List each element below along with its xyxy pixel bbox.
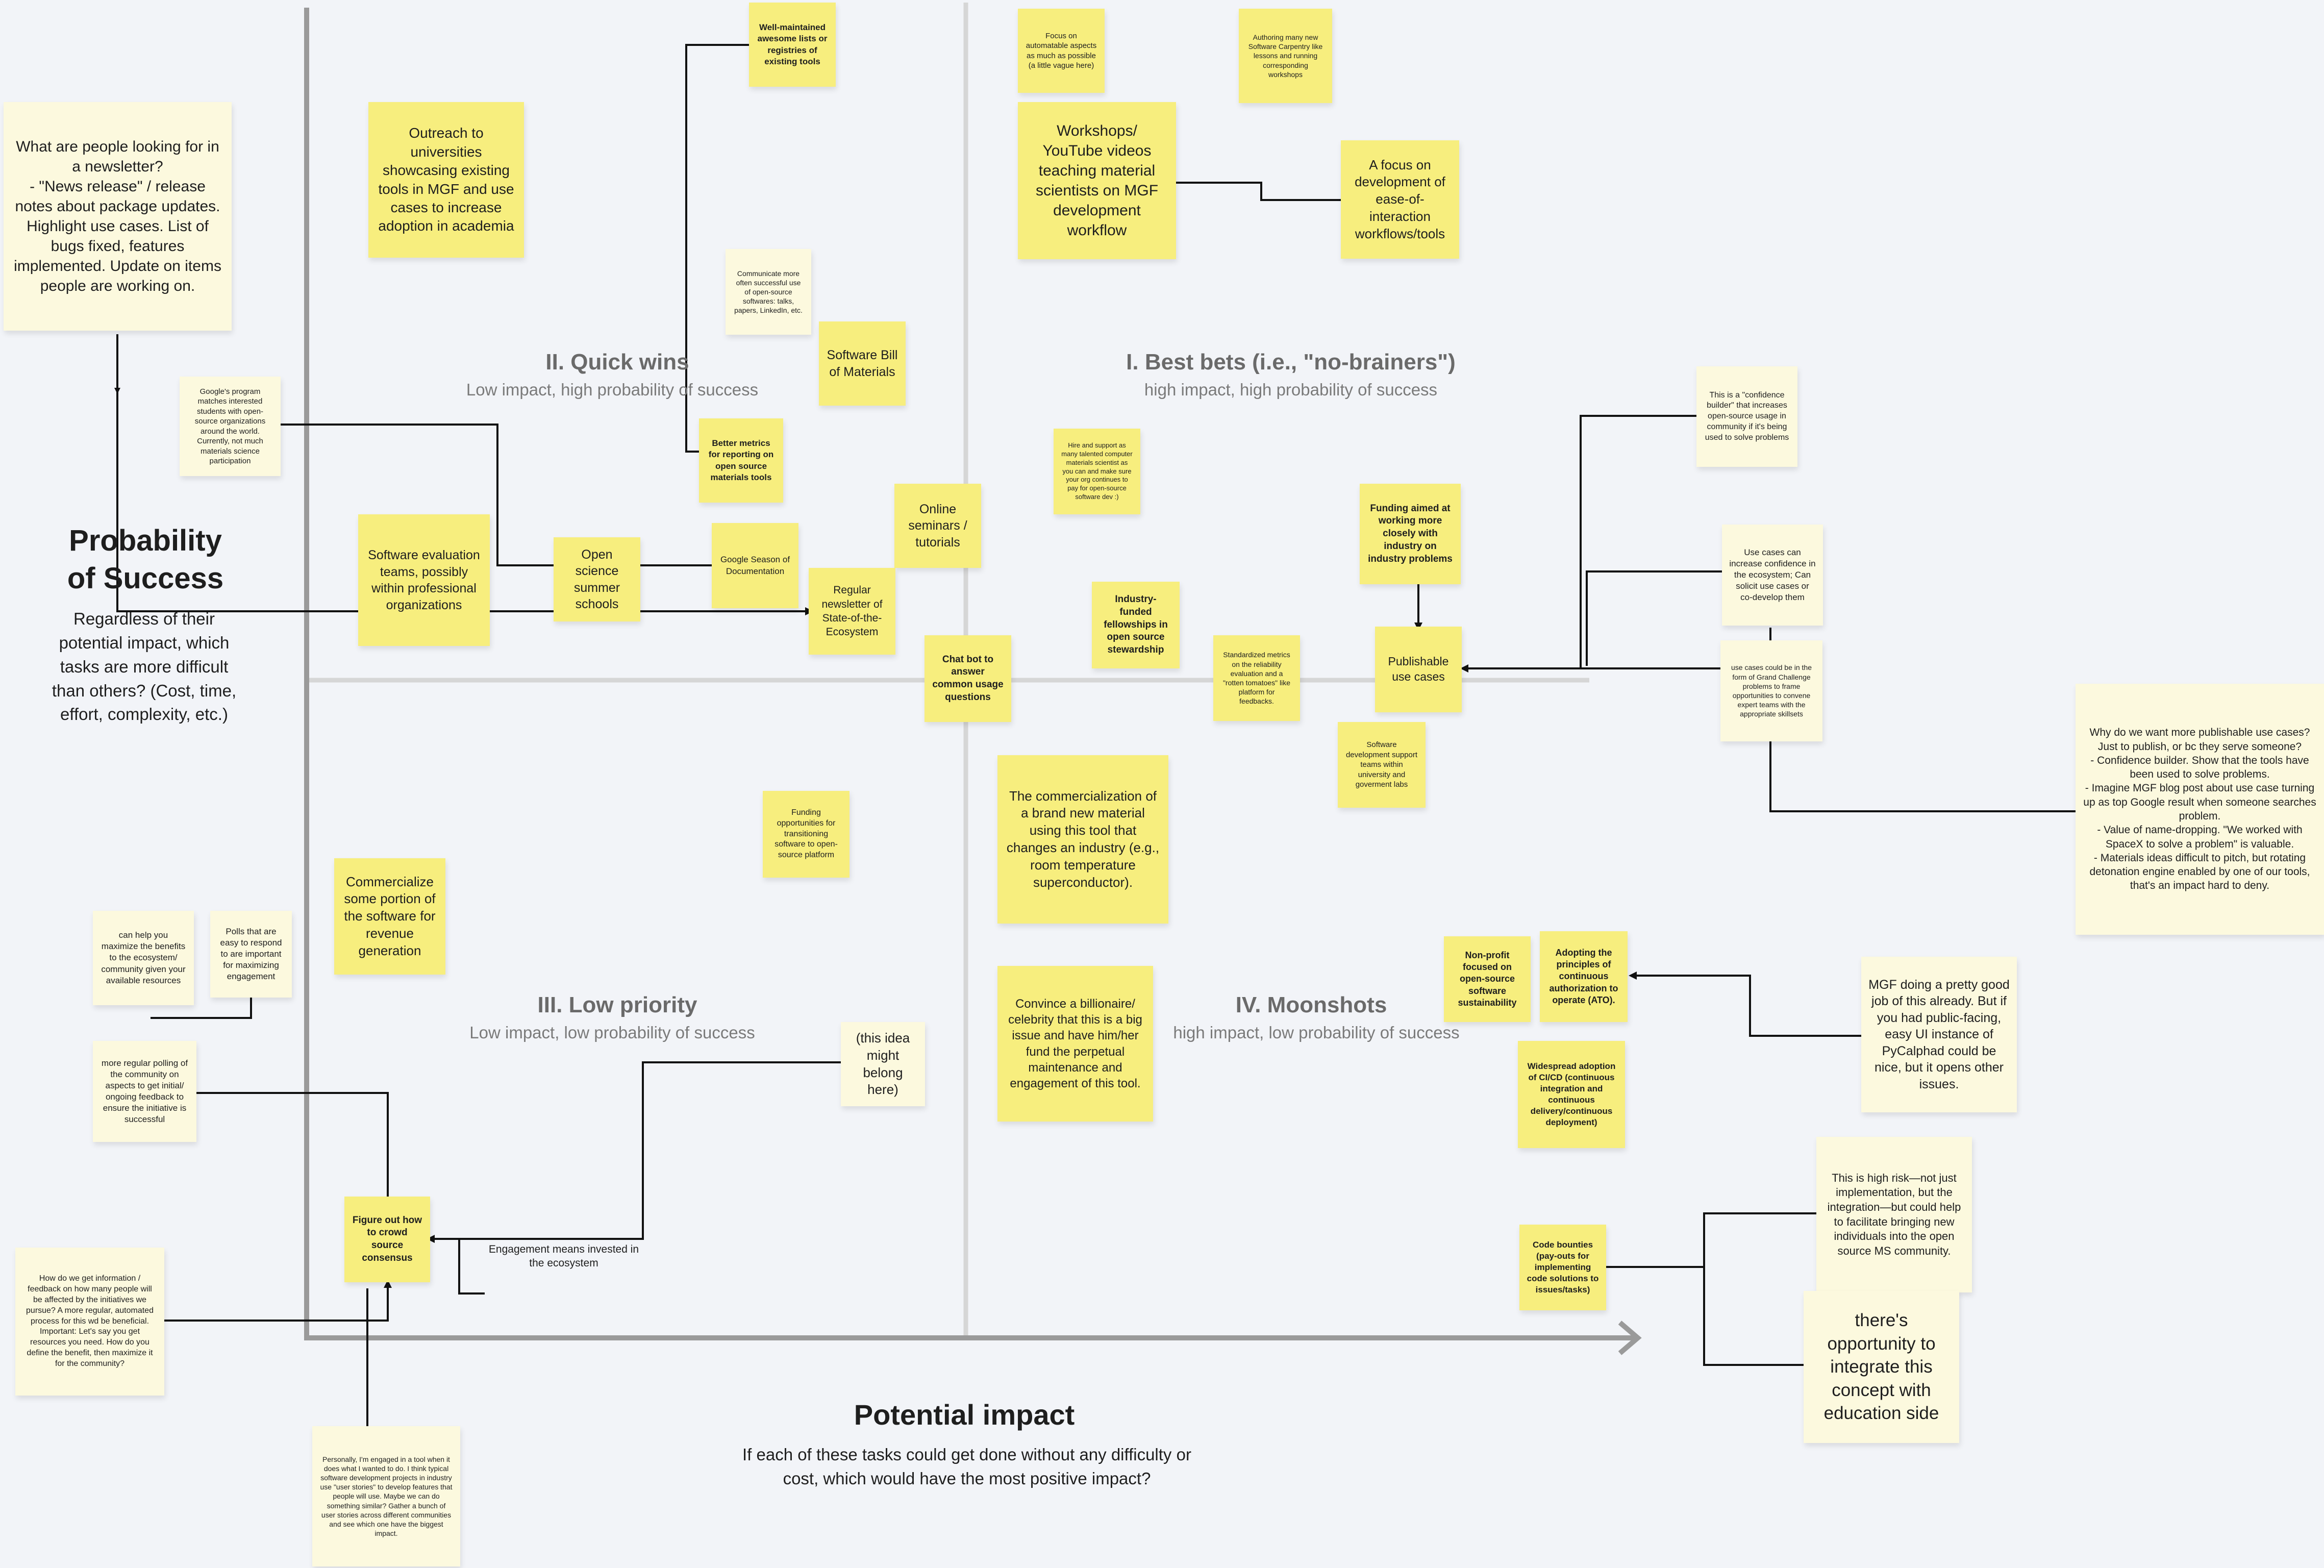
note-newsletter-question[interactable]: What are people looking for in a newslet… [4, 102, 232, 331]
arrowhead-icon [1629, 972, 1637, 980]
note-polls[interactable]: Polls that are easy to respond to are im… [210, 911, 292, 998]
quadrant-1-title: I. Best bets (i.e., "no-brainers") [1126, 350, 1456, 375]
connector-regular-polling [196, 1092, 389, 1199]
note-education-side[interactable]: there's opportunity to integrate this co… [1804, 1291, 1959, 1443]
note-publishable-use-cases[interactable]: Publishable use cases [1375, 627, 1462, 712]
quadrant-2-title: II. Quick wins [545, 350, 689, 375]
note-focus-ease-of-interaction[interactable]: A focus on development of ease-of-intera… [1341, 140, 1459, 259]
note-better-metrics[interactable]: Better metrics for reporting on open sou… [699, 418, 783, 503]
note-commercialize[interactable]: Commercialize some portion of the softwa… [334, 858, 445, 975]
note-cicd[interactable]: Widespread adoption of CI/CD (continuous… [1518, 1041, 1625, 1148]
note-nonprofit[interactable]: Non-profit focused on open-source softwa… [1444, 936, 1531, 1022]
note-sw-dev-support[interactable]: Software development support teams withi… [1338, 722, 1426, 808]
arrowhead-icon [1460, 664, 1468, 673]
note-high-risk[interactable]: This is high risk—not just implementatio… [1816, 1137, 1972, 1292]
note-hire-support[interactable]: Hire and support as many talented comput… [1054, 429, 1140, 514]
note-funding-transition[interactable]: Funding opportunities for transitioning … [763, 791, 849, 878]
note-industry-fellowships[interactable]: Industry-funded fellowships in open sour… [1092, 582, 1180, 668]
note-confidence-builder[interactable]: This is a "confidence builder" that incr… [1696, 366, 1797, 467]
connector-polls [151, 998, 252, 1019]
arrowhead-icon [384, 1280, 392, 1288]
arrowhead-icon [427, 1235, 435, 1243]
note-online-seminars[interactable]: Online seminars / tutorials [894, 484, 981, 568]
note-crowd-source-consensus[interactable]: Figure out how to crowd source consensus [344, 1197, 430, 1282]
x-axis-title: Potential impact [854, 1399, 1075, 1431]
label-engagement-means: Engagement means invested in the ecosyst… [488, 1243, 639, 1270]
note-personally[interactable]: Personally, I'm engaged in a tool when i… [312, 1426, 460, 1566]
note-software-evaluation[interactable]: Software evaluation teams, possibly with… [358, 514, 490, 646]
quadrant-4-subtitle: high impact, low probability of success [1173, 1023, 1460, 1042]
quadrant-1-subtitle: high impact, high probability of success [1144, 380, 1438, 399]
connector-this-idea [431, 1061, 841, 1240]
note-code-bounties[interactable]: Code bounties (pay-outs for implementing… [1519, 1225, 1606, 1310]
note-open-science[interactable]: Open science summer schools [554, 537, 640, 621]
connector-google-program [281, 424, 712, 566]
note-focus-automatable[interactable]: Focus on automatable aspects as much as … [1018, 9, 1105, 93]
connector-education [1703, 1267, 1819, 1366]
y-axis-description: Regardless of their potential impact, wh… [52, 609, 237, 724]
connector-mgf-ato [1633, 975, 1861, 1037]
note-sbom[interactable]: Software Bill of Materials [819, 321, 906, 406]
note-awesome-lists[interactable]: Well-maintained awesome lists or registr… [749, 3, 836, 87]
y-axis-title: Probability of Success [67, 524, 224, 595]
note-mgf-pretty-good[interactable]: MGF doing a pretty good job of this alre… [1861, 957, 2017, 1112]
note-google-program[interactable]: Google's program matches interested stud… [180, 377, 281, 476]
note-use-cases-increase[interactable]: Use cases can increase confidence in the… [1722, 525, 1823, 626]
note-why-publishable[interactable]: Why do we want more publishable use case… [2076, 684, 2324, 935]
x-axis-description: If each of these tasks could get done wi… [742, 1445, 1191, 1488]
connector-use-cases [1586, 570, 1722, 666]
note-standardized-metrics[interactable]: Standardized metrics on the reliability … [1213, 635, 1300, 721]
note-workshops-youtube[interactable]: Workshops/ YouTube videos teaching mater… [1018, 102, 1176, 259]
note-billionaire[interactable]: Convince a billionaire/ celebrity that t… [997, 966, 1153, 1122]
connector-code-bounties [1606, 1212, 1816, 1268]
quadrant-3-subtitle: Low impact, low probability of success [469, 1023, 755, 1042]
connector-how-get-info [164, 1285, 389, 1322]
note-maximize-benefits[interactable]: can help you maximize the benefits to th… [93, 911, 194, 1005]
connector-confidence-builder [1462, 415, 1696, 669]
note-this-idea[interactable]: (this idea might belong here) [841, 1022, 925, 1106]
note-ato[interactable]: Adopting the principles of continuous au… [1540, 931, 1628, 1022]
connector-awesome-lists [685, 44, 749, 453]
arrowhead-icon [114, 388, 120, 394]
note-grand-challenge[interactable]: use cases could be in the form of Grand … [1720, 640, 1822, 741]
connector-engagement-bracket [458, 1239, 485, 1295]
note-how-get-info[interactable]: How do we get information / feedback on … [15, 1248, 164, 1396]
quadrant-3-title: III. Low priority [537, 992, 697, 1017]
quadrant-4-title: IV. Moonshots [1235, 992, 1387, 1017]
note-outreach[interactable]: Outreach to universities showcasing exis… [368, 102, 524, 258]
connector-workshops-focus [1176, 182, 1341, 201]
note-commercialization[interactable]: The commercialization of a brand new mat… [997, 755, 1168, 924]
note-gsod[interactable]: Google Season of Documentation [712, 523, 798, 608]
note-authoring-workshops[interactable]: Authoring many new Software Carpentry li… [1239, 9, 1332, 103]
note-communicate[interactable]: Communicate more often successful use of… [726, 249, 811, 335]
note-regular-newsletter[interactable]: Regular newsletter of State-of-the-Ecosy… [809, 568, 895, 655]
note-funding-industry[interactable]: Funding aimed at working more closely wi… [1360, 484, 1461, 584]
note-chatbot[interactable]: Chat bot to answer common usage question… [924, 635, 1011, 722]
note-regular-polling[interactable]: more regular polling of the community on… [93, 1041, 196, 1142]
axes [304, 8, 1642, 1355]
quadrant-2-subtitle: Low impact, high probability of success [466, 380, 759, 399]
x-axis-arrowhead-icon [1618, 1321, 1642, 1355]
